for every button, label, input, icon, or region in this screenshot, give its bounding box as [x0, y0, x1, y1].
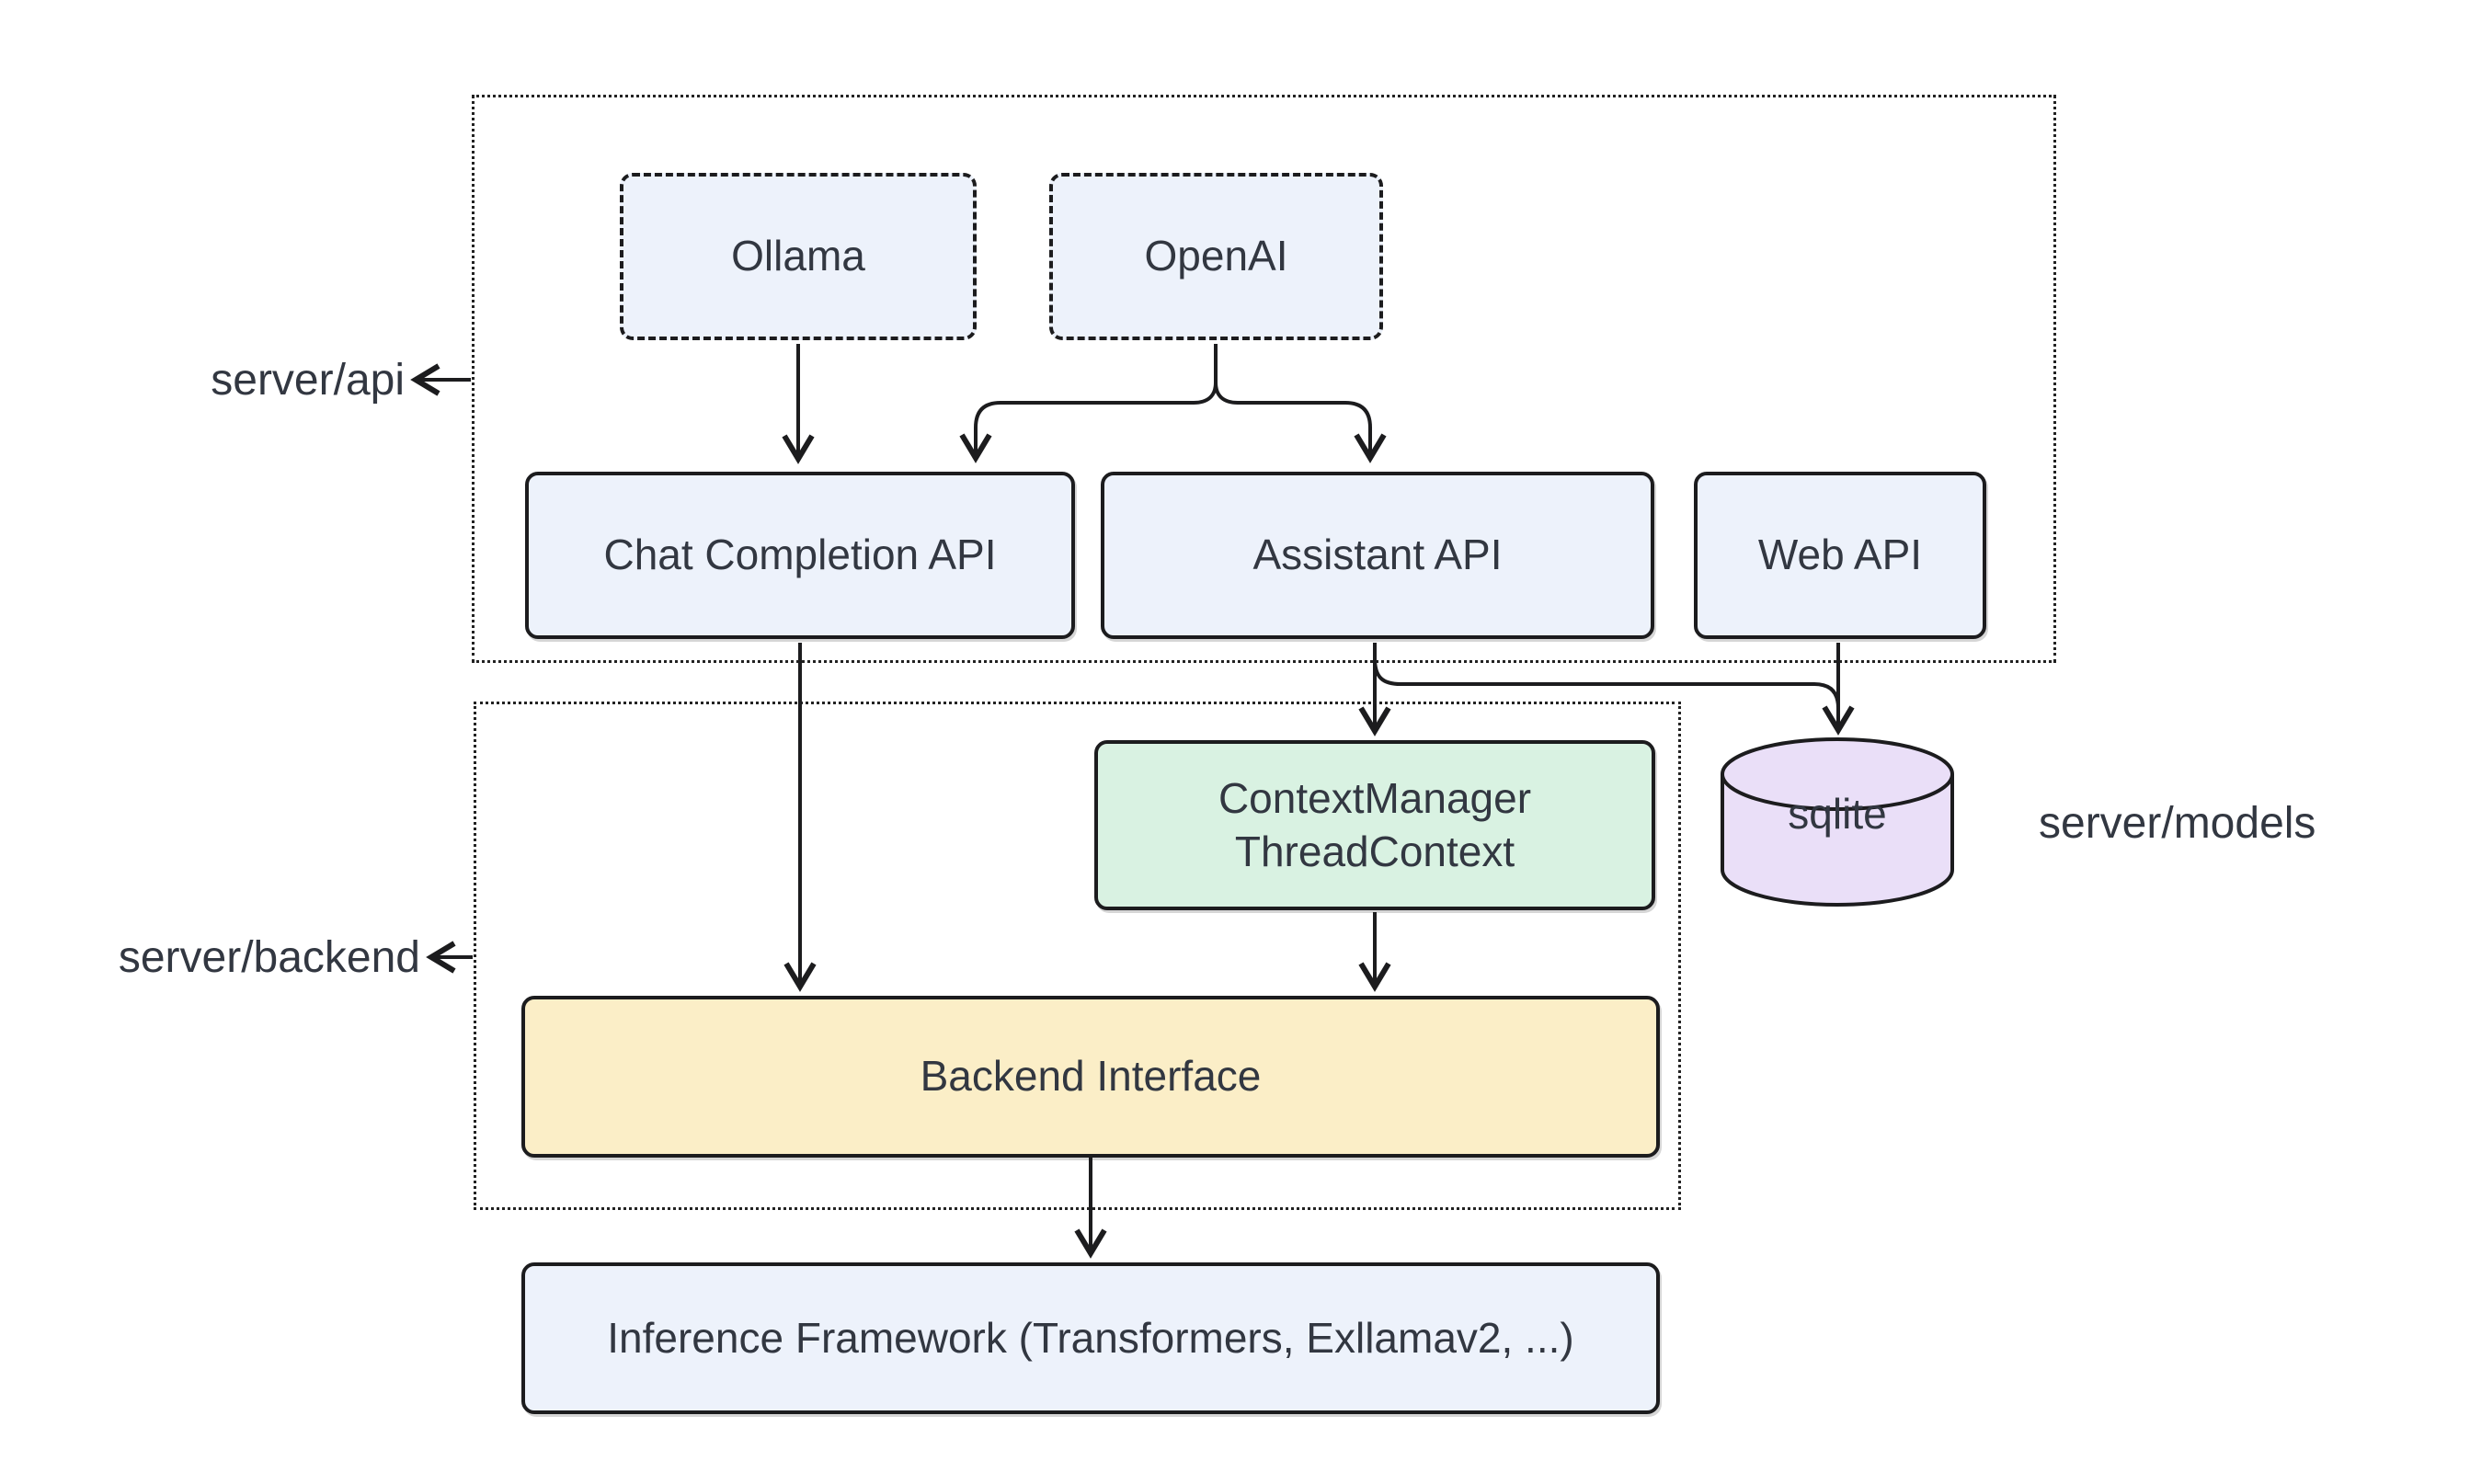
node-context-manager: ContextManager ThreadContext	[1094, 740, 1655, 910]
node-backend-interface: Backend Interface	[521, 996, 1660, 1158]
server-backend-group-border	[474, 702, 1681, 1210]
node-openai: OpenAI	[1049, 173, 1383, 340]
node-assistant-api-label: Assistant API	[1252, 531, 1503, 579]
node-sqlite-database: sqlite	[1719, 736, 1956, 910]
node-context-manager-label: ContextManager ThreadContext	[1218, 772, 1531, 878]
node-chat-completion-api-label: Chat Completion API	[603, 531, 997, 579]
node-backend-interface-label: Backend Interface	[920, 1052, 1262, 1101]
node-inference-framework: Inference Framework (Transformers, Exlla…	[521, 1262, 1660, 1414]
context-manager-line1: ContextManager	[1218, 774, 1532, 822]
node-inference-framework-label: Inference Framework (Transformers, Exlla…	[607, 1313, 1574, 1362]
node-openai-label: OpenAI	[1144, 232, 1288, 280]
node-web-api: Web API	[1694, 472, 1986, 639]
server-api-group-label: server/api	[211, 355, 405, 405]
node-web-api-label: Web API	[1757, 531, 1923, 579]
server-api-group-border	[472, 95, 2056, 663]
node-assistant-api: Assistant API	[1101, 472, 1654, 639]
database-cylinder-icon	[1721, 737, 1954, 907]
node-ollama-label: Ollama	[731, 232, 865, 280]
node-sqlite-label: sqlite	[1788, 790, 1887, 838]
node-chat-completion-api: Chat Completion API	[525, 472, 1075, 639]
server-models-group-label: server/models	[2039, 798, 2316, 848]
server-backend-group-label: server/backend	[118, 932, 420, 982]
context-manager-line2: ThreadContext	[1234, 827, 1515, 875]
node-ollama: Ollama	[620, 173, 977, 340]
